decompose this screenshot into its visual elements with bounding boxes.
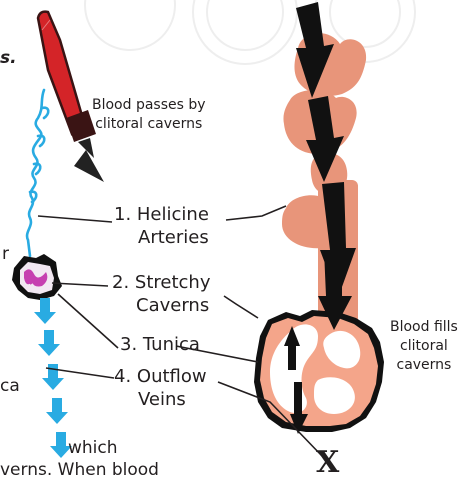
fragment-bottom-1: which xyxy=(68,440,118,457)
blood-passes-label: Blood passes by clitoral caverns xyxy=(92,96,206,134)
helicine-coil xyxy=(27,90,48,256)
fragment-bottom-2: verns. When blood xyxy=(0,462,159,479)
helicine-line-1: 1. Helicine xyxy=(114,206,209,224)
fragment-left-r: r xyxy=(2,246,9,263)
stretchy-line-2: Caverns xyxy=(136,297,210,315)
fragment-left-ca: ca xyxy=(0,378,20,395)
outflow-line-2: Veins xyxy=(138,391,207,409)
helicine-arteries-label: 1. Helicine Arteries xyxy=(114,206,209,247)
tunica-label: 3. Tunica xyxy=(120,336,200,354)
fragment-top-left: s. xyxy=(0,50,17,67)
stretchy-line-1: 2. Stretchy xyxy=(112,274,210,292)
stretchy-cavern-small xyxy=(12,254,62,300)
outflow-veins-label: 4. Outflow Veins xyxy=(114,368,207,409)
outflow-line-1: 4. Outflow xyxy=(114,368,207,386)
stretchy-caverns-label: 2. Stretchy Caverns xyxy=(112,274,210,315)
blood-passes-line-2: clitoral caverns xyxy=(92,115,206,134)
helicine-line-2: Arteries xyxy=(138,229,209,247)
blood-passes-line-1: Blood passes by xyxy=(92,96,206,115)
cavern-bottom xyxy=(254,310,384,432)
blood-fills-label: Blood fills clitoral caverns xyxy=(390,318,458,375)
outflow-vein-arrows xyxy=(34,298,72,458)
blood-fills-line-2: clitoral xyxy=(390,337,458,356)
blood-fills-line-3: caverns xyxy=(390,356,458,375)
x-mark-label: X xyxy=(316,448,339,478)
blood-fills-line-1: Blood fills xyxy=(390,318,458,337)
